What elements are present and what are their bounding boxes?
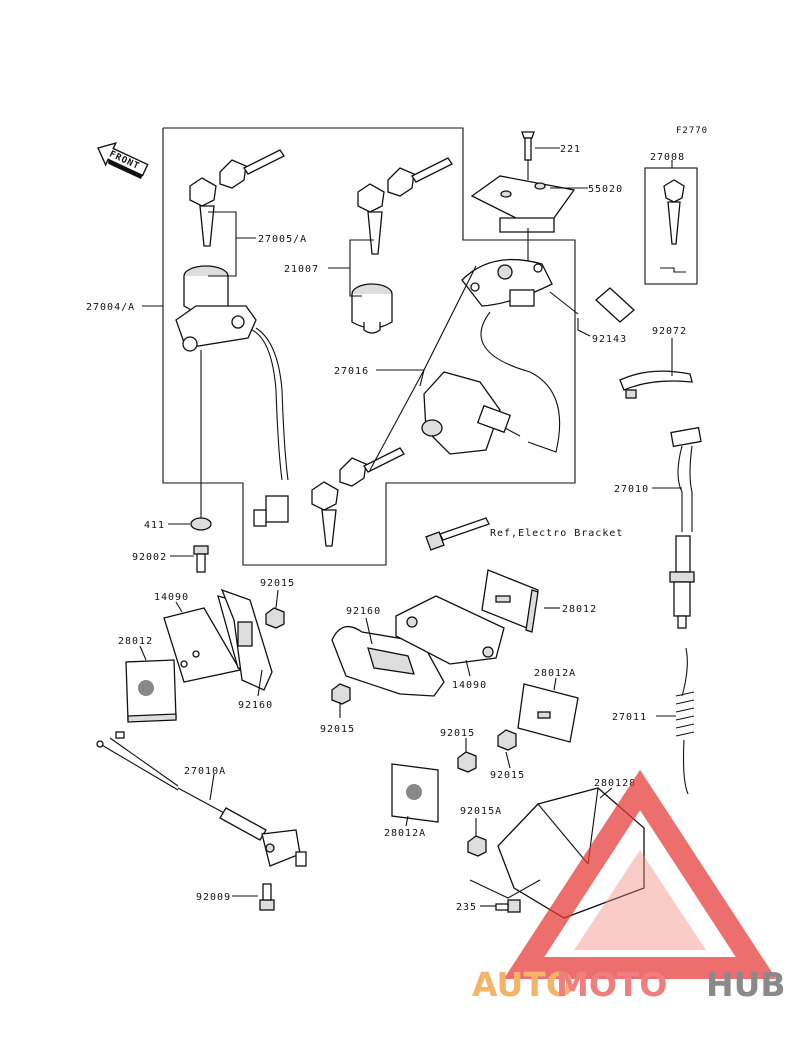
part-label-92160-b: 92160	[346, 606, 381, 617]
watermark-hub: HUB	[706, 965, 786, 1004]
part-label-21007: 21007	[284, 264, 319, 275]
part-label-27008: 27008	[650, 152, 685, 163]
switch-plate-28012-left	[125, 659, 177, 723]
watermark-logo	[503, 769, 777, 979]
ignition-switch	[175, 265, 289, 527]
watermark-moto: MOTO	[556, 965, 667, 1004]
washer-411	[190, 517, 212, 531]
ignition-set-outline	[162, 127, 576, 566]
part-label-27010: 27010	[614, 484, 649, 495]
part-label-221: 221	[560, 144, 581, 155]
cable-switch-27010A	[96, 731, 307, 867]
part-label-92072: 92072	[652, 326, 687, 337]
part-label-235: 235	[456, 902, 477, 913]
bracket-14090-middle	[395, 595, 505, 665]
part-label-92015-a: 92015	[260, 578, 295, 589]
part-label-28012A-a: 28012A	[534, 668, 576, 679]
bolt-92009	[259, 883, 275, 911]
switch-plate-28012-right	[481, 569, 539, 633]
key-pair-lower	[311, 447, 405, 547]
part-label-27016: 27016	[334, 366, 369, 377]
plate-92160-left	[220, 588, 273, 691]
part-label-92015A: 92015A	[460, 806, 502, 817]
front-arrow-icon	[97, 141, 149, 180]
sleeve-92143	[595, 287, 635, 323]
nut-92015-d	[497, 729, 517, 751]
spring-27011	[675, 647, 695, 795]
key-blank-box	[644, 167, 698, 285]
part-label-92009: 92009	[196, 892, 231, 903]
part-label-27010A: 27010A	[184, 766, 226, 777]
reference-label: Ref,Electro Bracket	[490, 528, 623, 539]
nut-92015-b	[331, 683, 351, 705]
clamp-band-92072	[619, 370, 693, 399]
part-label-28012A-b: 28012A	[384, 828, 426, 839]
part-label-92015-b: 92015	[320, 724, 355, 735]
part-label-55020: 55020	[588, 184, 623, 195]
part-label-27004A: 27004/A	[86, 302, 135, 313]
nut-92015A	[467, 835, 487, 857]
switch-plate-28012A-a	[517, 683, 579, 743]
steering-lock	[421, 371, 521, 455]
part-label-14090-b: 14090	[452, 680, 487, 691]
key-pair-upper-left	[189, 149, 285, 247]
part-label-411: 411	[144, 520, 165, 531]
watermark-auto: AUTO	[472, 965, 574, 1004]
leader-lines	[139, 147, 682, 907]
part-label-27005A: 27005/A	[258, 234, 307, 245]
part-label-92002: 92002	[132, 552, 167, 563]
bolt-235	[495, 899, 521, 913]
part-label-92015-c: 92015	[440, 728, 475, 739]
part-label-92015-d: 92015	[490, 770, 525, 781]
bracket-55020	[470, 175, 576, 233]
part-label-14090-a: 14090	[154, 592, 189, 603]
figure-code: F2770	[676, 126, 708, 136]
lock-cylinder	[351, 283, 393, 334]
switch-27010	[669, 426, 702, 629]
switch-plate-28012A-b	[391, 763, 439, 823]
part-label-280128: 280128	[594, 778, 636, 789]
part-label-92160-a: 92160	[238, 700, 273, 711]
part-label-28012-a: 28012	[118, 636, 153, 647]
part-label-28012-b: 28012	[562, 604, 597, 615]
key-blank-27008	[660, 179, 686, 273]
nut-92015-c	[457, 751, 477, 773]
part-label-27011: 27011	[612, 712, 647, 723]
part-label-92143: 92143	[592, 334, 627, 345]
bolt-92002	[193, 545, 209, 573]
screw-221	[521, 131, 535, 161]
steering-lock-bracket	[461, 258, 553, 307]
nut-92015-a	[265, 607, 285, 629]
electro-bracket-bolt	[425, 517, 490, 551]
